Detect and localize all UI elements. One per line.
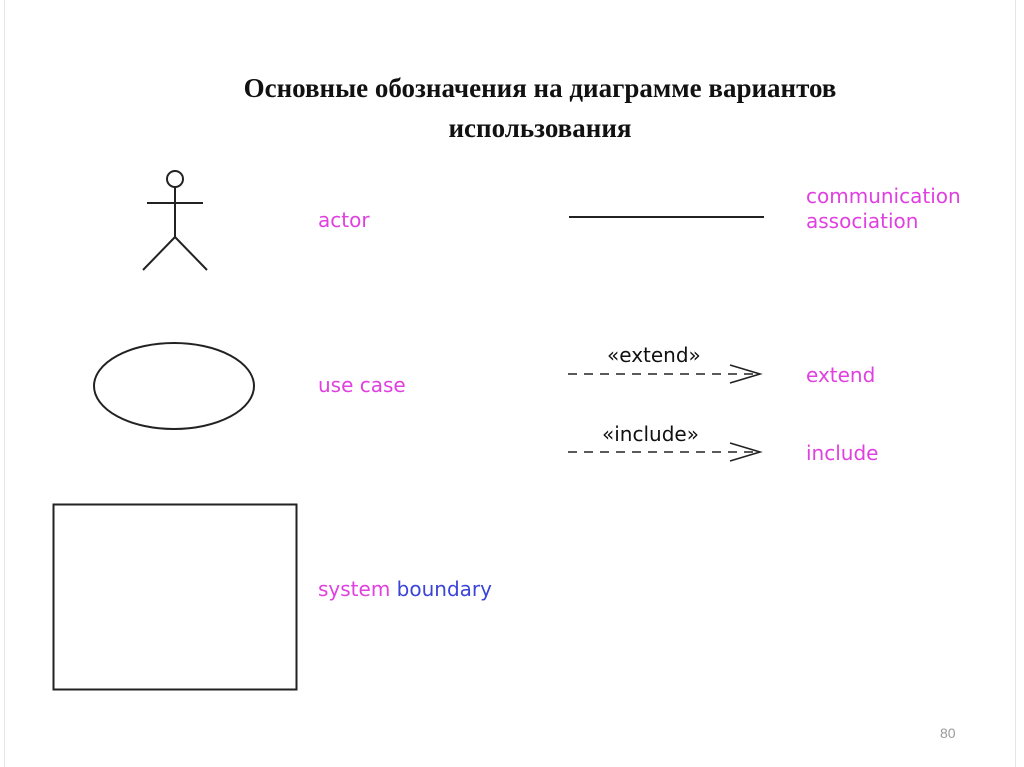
extend-label: extend xyxy=(806,363,876,387)
extend-dashed-arrow xyxy=(568,364,763,384)
system-boundary-label: system boundary xyxy=(318,577,492,602)
extend-stereotype: «extend» xyxy=(607,343,701,367)
use-case-ellipse xyxy=(93,342,255,430)
association-label-line-2: association xyxy=(806,209,919,233)
include-label: include xyxy=(806,441,879,465)
association-label: communication association xyxy=(806,184,961,234)
slide-left-border xyxy=(4,0,5,767)
page-number: 80 xyxy=(940,725,956,741)
use-case-label: use case xyxy=(318,373,406,397)
system-label-part-1: system xyxy=(318,577,391,601)
system-boundary-rectangle xyxy=(52,503,298,691)
association-label-line-1: communication xyxy=(806,184,961,208)
actor-stick-figure-icon xyxy=(142,170,208,271)
title-line-1: Основные обозначения на диаграмме вариан… xyxy=(243,73,837,103)
slide-title: Основные обозначения на диаграмме вариан… xyxy=(130,68,950,148)
slide-right-border xyxy=(1015,0,1016,767)
title-line-2: использования xyxy=(448,113,632,143)
association-line xyxy=(569,216,764,218)
system-label-part-2: boundary xyxy=(396,577,492,601)
include-stereotype: «include» xyxy=(602,422,699,446)
include-dashed-arrow xyxy=(568,442,763,462)
actor-label: actor xyxy=(318,208,370,232)
